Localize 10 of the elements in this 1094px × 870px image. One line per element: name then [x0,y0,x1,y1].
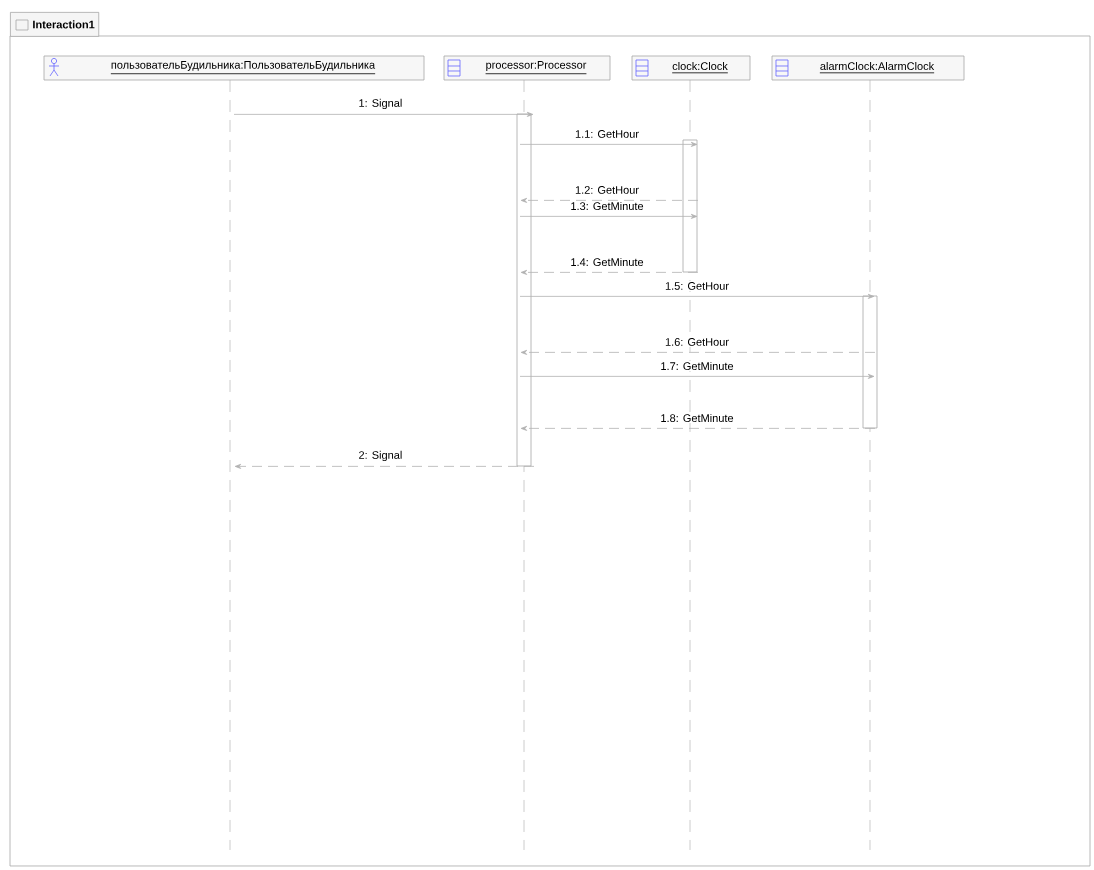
message-arrow [520,425,876,431]
message-arrow [234,463,535,469]
message-arrow [520,197,699,203]
message-arrow [520,269,699,275]
message-arrow [519,293,875,299]
message-arrow [519,213,698,219]
message-arrow [519,373,875,379]
message-arrow [519,141,698,147]
message-arrow [233,111,534,117]
message-arrow [520,349,876,355]
